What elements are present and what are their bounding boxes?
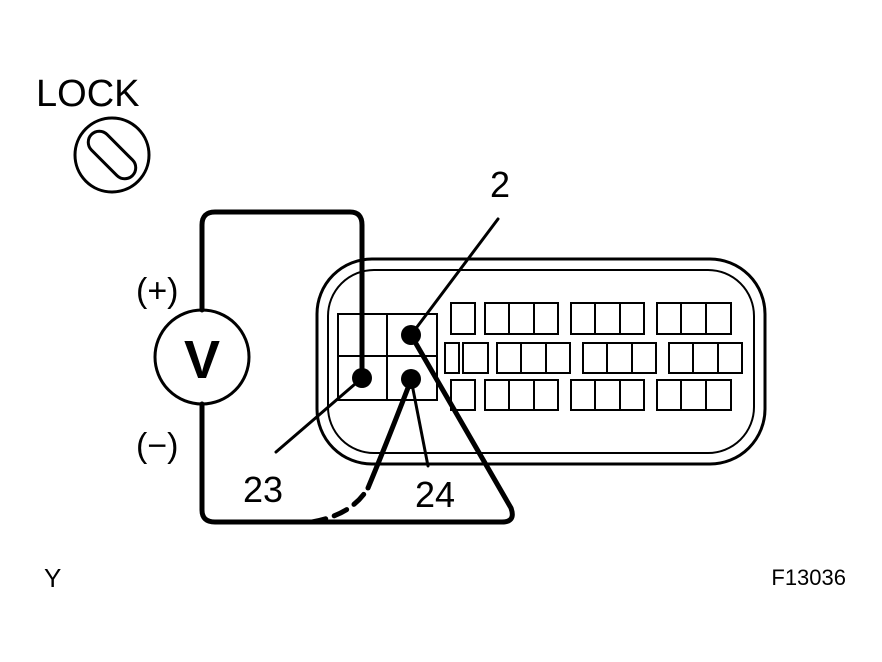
terminal-23-label: 23 <box>243 469 283 510</box>
jumper-wire-terminal-24 <box>309 485 371 525</box>
leader-terminal-24 <box>409 377 430 468</box>
ground-return-wire <box>309 332 515 525</box>
lock-label: LOCK <box>36 73 139 115</box>
negative-lead-wire <box>199 401 315 525</box>
terminal-2-label: 2 <box>490 164 510 205</box>
connector-cavities <box>444 302 743 411</box>
ignition-key-icon <box>73 116 151 194</box>
jumper-wire-terminal-24-solid <box>365 377 414 491</box>
connector-housing <box>315 257 767 466</box>
figure-id: F13036 <box>771 565 846 590</box>
footer-code: Y <box>44 563 61 593</box>
leader-terminal-2 <box>409 217 500 337</box>
meter-minus-label: (−) <box>136 427 179 465</box>
terminal-24-label: 24 <box>415 474 455 515</box>
voltmeter-symbol: V <box>184 330 220 390</box>
meter-plus-label: (+) <box>136 272 179 310</box>
positive-lead-wire <box>199 209 365 381</box>
voltmeter: V <box>153 308 251 406</box>
leader-terminal-23 <box>274 376 364 454</box>
